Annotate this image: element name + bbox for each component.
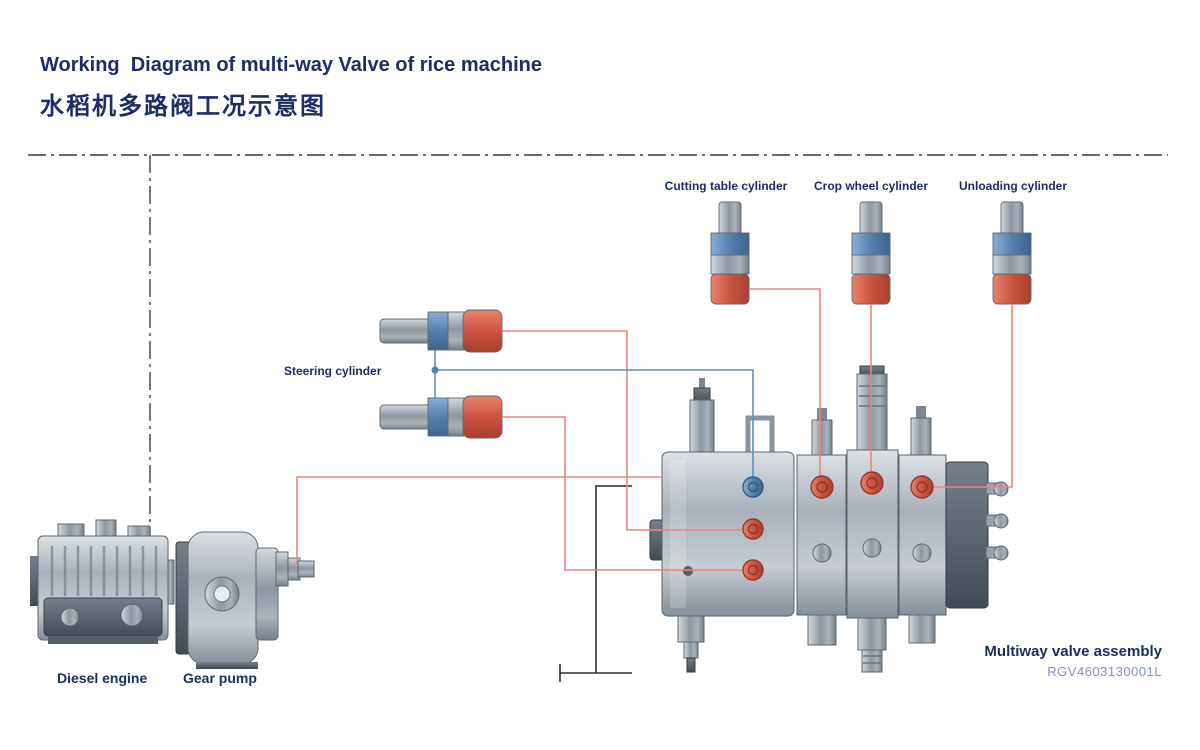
steering-upper-line: [502, 330, 745, 531]
multiway-valve-illustration: [649, 365, 1009, 673]
unloading-port: [910, 475, 934, 499]
label-steering-cylinder: Steering cylinder: [284, 364, 382, 378]
label-gear-pump: Gear pump: [183, 670, 257, 686]
steering-lower-line: [502, 416, 745, 571]
pump-to-valve-line: [296, 476, 662, 565]
crop-port: [860, 471, 884, 495]
boundary-dashdot-lines: [28, 154, 1168, 545]
steering-cylinder-upper-illustration: [379, 309, 503, 353]
hydraulic-lines-red: [296, 288, 1013, 571]
label-crop-wheel-cylinder: Crop wheel cylinder: [813, 179, 929, 193]
steering-port-red-a: [742, 518, 764, 540]
steering-port-blue: [742, 476, 764, 498]
unloading-cylinder-line: [933, 304, 1013, 488]
gear-pump-illustration: [175, 531, 315, 669]
label-multiway-valve-assembly: Multiway valve assembly: [984, 643, 1162, 660]
cutting-cylinder-line: [749, 288, 821, 481]
page-title-en: Working Diagram of multi-way Valve of ri…: [40, 54, 542, 76]
steering-cylinder-lower-illustration: [379, 395, 503, 439]
cutting-table-cylinder-illustration: [710, 201, 750, 305]
unloading-cylinder-illustration: [992, 201, 1032, 305]
label-cutting-table-cylinder: Cutting table cylinder: [664, 179, 788, 193]
label-unloading-cylinder: Unloading cylinder: [958, 179, 1068, 193]
tank-return-line: [559, 485, 632, 682]
crop-wheel-cylinder-illustration: [851, 201, 891, 305]
valve-ports: [742, 471, 934, 581]
label-diesel-engine: Diesel engine: [57, 670, 148, 686]
label-valve-model-number: RGV4603130001L: [1047, 664, 1162, 679]
page-title-zh: 水稻机多路阀工况示意图: [40, 93, 326, 120]
cutting-port: [810, 475, 834, 499]
blue-junction-dot: [431, 366, 439, 374]
diesel-engine-illustration: [30, 519, 175, 644]
hydraulic-line-blue: [434, 350, 754, 479]
steering-port-red-b: [742, 559, 764, 581]
